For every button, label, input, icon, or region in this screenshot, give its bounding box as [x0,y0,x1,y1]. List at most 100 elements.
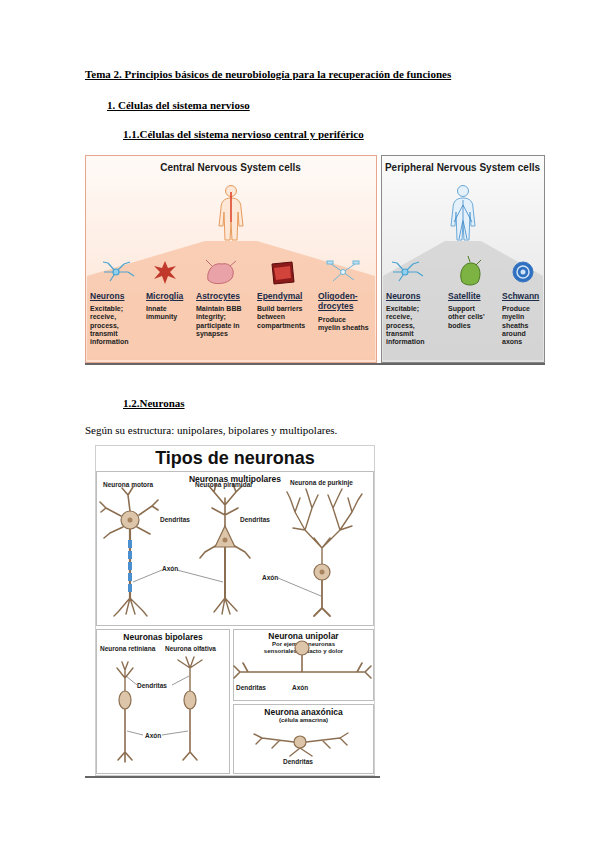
neuron-name: Neurona motora [103,481,163,488]
cns-human [219,186,243,241]
anaxonic-dendrites [254,733,348,756]
cell-name: Oligoden-drocytes [318,292,370,312]
part-label: Dendritas [137,682,177,689]
pns-human [451,186,475,241]
panel-title: Neuronas bipolares [97,632,229,642]
pyramidal-soma [215,526,235,547]
neuron-name: Neurona olfativa [165,645,225,652]
part-label: Dendritas [160,516,200,523]
part-label: Dendritas [236,684,276,691]
anaxonic-soma [294,736,306,748]
retinal-axon [118,709,132,762]
multipolar-panel: Neuronas multipolares [96,471,374,626]
olfactory-dendrites [178,657,202,691]
human-head [458,186,469,197]
subsection-heading: 1.2.Neuronas [123,397,323,410]
cell-name: Astrocytes [196,292,252,302]
neuron-branches [392,262,423,281]
panel-title: Peripheral Nervous System cells [382,162,543,173]
unipolar-soma [295,641,309,655]
cell-name: Ependymal [257,292,313,302]
cell-name: Microglia [146,292,191,302]
cell-function: Support other cells' bodies [448,305,494,330]
cell-function: Build barriers between compartments [257,305,311,330]
human-body [219,198,243,240]
cell-function: Produce myelin sheaths [318,316,370,333]
motor-axon [129,529,131,598]
axon-terminals [114,598,147,616]
panel-note: Por ejemplo neuronas sensoriales de tact… [256,641,351,655]
pns-wedge [383,241,543,360]
olfactory-soma [184,691,196,709]
part-label: Axón [145,732,170,739]
cell-function: Produce myelin sheaths around axons [502,305,544,346]
neuron-name: Neurona piramidal [195,481,260,488]
ependymal-icon [272,262,294,284]
purkinje-soma [314,564,330,580]
panel-title: Neurona anaxónica [234,707,373,717]
spinal-cord [230,192,232,222]
neuron-icon [392,262,423,281]
microglia-icon [154,261,176,284]
part-label: Dendritas [283,758,323,765]
nerves [454,200,472,239]
retinal-dendrites [117,662,133,691]
oligo-branches [331,264,355,281]
ependymal-inner [274,266,291,280]
cell-name: Neurons [90,292,142,302]
schwann-icon [513,262,533,282]
body-text: Según su estructura: unipolares, bipolar… [85,424,535,437]
part-label: Dendritas [240,516,280,523]
pyramidal-axon [224,546,226,598]
human-body [451,198,475,240]
cell-name: Schwann [502,292,544,302]
myelin-sheath [128,540,132,594]
panel-title: Central Nervous System cells [86,162,375,173]
panel-title: Tipos de neuronas [96,448,374,469]
retinal-soma [119,691,131,709]
figure-frame: Tipos de neuronasNeuronas multipolaresNe… [95,445,375,776]
part-label: Axón [262,574,287,581]
neuron-soma [402,269,408,275]
page-title: Tema 2. Principios básicos de neurobiolo… [85,68,451,80]
nucleus [128,518,133,523]
axon-terminals [214,598,237,614]
motor-dendrites [100,487,158,538]
nucleus [223,538,228,543]
neuron-branches [103,262,134,281]
neuron-drawings [100,484,371,762]
nucleus [320,570,325,575]
purkinje-axon [314,580,330,616]
panel-note: (célula amacrina) [234,717,373,724]
oligodendrocyte-icon [327,261,359,281]
neuron-soma [113,269,119,275]
cell-function: Excitable; receive, process, transmit in… [386,305,438,346]
neuron-icon [103,262,134,281]
motor-soma [121,511,139,529]
neuron-name: Neurona de purkinje [290,479,360,486]
purkinje-dendrites [287,489,362,564]
cns-panel: Central Nervous System cells [85,155,377,363]
schwann-ring [517,266,529,278]
schwann-outer [513,262,533,282]
rule [85,363,545,365]
part-label: Axón [292,684,317,691]
cell-name: Neurons [386,292,438,302]
panel-title: Neurona unipolar [234,631,373,641]
myelin [327,261,333,264]
unipolar-process [234,655,371,678]
cns-wedge [87,241,375,360]
satellite-icon [461,256,481,285]
human-head [226,186,237,197]
cell-function: Innate immunity [146,305,188,322]
cell-name: Satellite [448,292,494,302]
section-heading: 1. Células del sistema nervioso [107,99,407,112]
cell-function: Excitable; receive, process, transmit in… [90,305,142,346]
olfactory-axon [183,709,197,760]
cell-function: Maintain BBB integrity; participate in s… [196,305,252,338]
leader-lines [126,570,321,735]
astrocyte-icon [206,260,236,284]
myelin [353,261,359,264]
